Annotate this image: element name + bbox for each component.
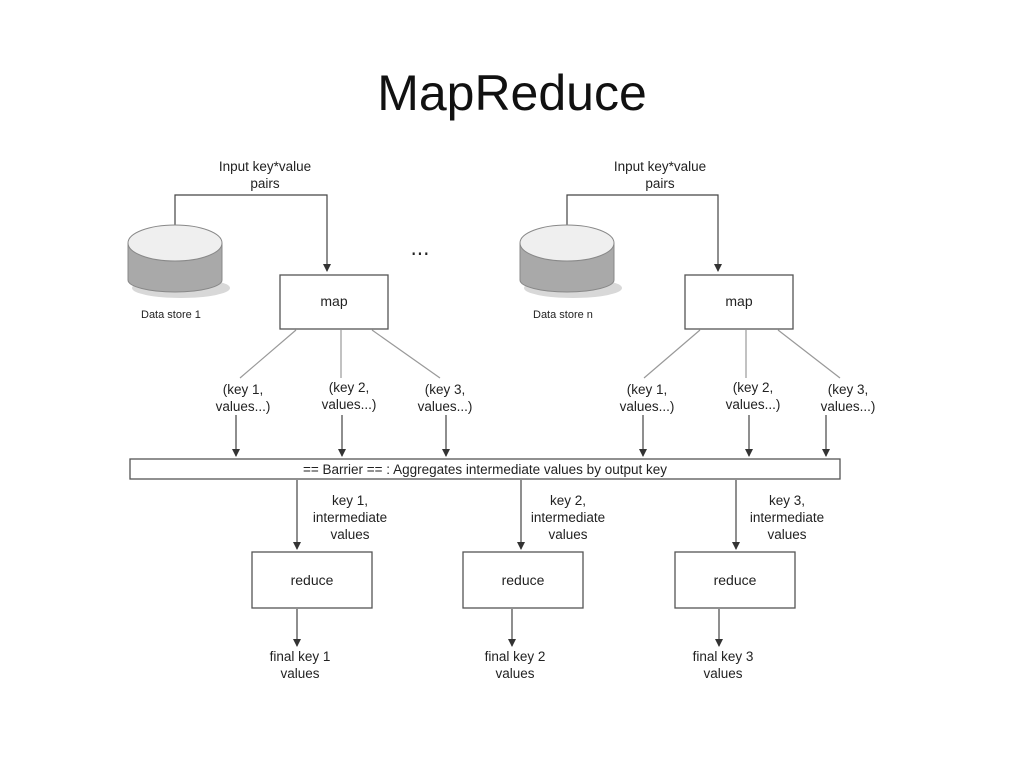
final-output-1-line2: values xyxy=(280,666,319,681)
input-arrow xyxy=(174,194,331,272)
reduce-box-label: reduce xyxy=(714,572,757,588)
pair-key1-line1: (key 1, xyxy=(627,382,668,397)
pair-key3-line2: values...) xyxy=(418,399,473,414)
map-section-left: Input key*value pairs Data store 1 map (… xyxy=(127,159,473,457)
pair-key2-line2: values...) xyxy=(726,397,781,412)
pair-key1-line1: (key 1, xyxy=(223,382,264,397)
input-pairs-label-line1: Input key*value xyxy=(219,159,311,174)
fanout-line xyxy=(371,329,441,379)
final-output-2-line2: values xyxy=(495,666,534,681)
page-title: MapReduce xyxy=(377,65,647,121)
final-output-2-line1: final key 2 xyxy=(485,649,546,664)
reduce-box xyxy=(251,551,373,609)
reducer-input-3-line3: values xyxy=(767,527,806,542)
data-store-label: Data store n xyxy=(533,309,593,321)
reducer-input-2-line1: key 2, xyxy=(550,493,586,508)
reduce-box xyxy=(674,551,796,609)
map-section-right: Input key*value pairs Data store n map (… xyxy=(519,159,876,457)
pair-key2-line1: (key 2, xyxy=(329,380,370,395)
reducer-input-2-line2: intermediate xyxy=(531,510,605,525)
pair-key2-line1: (key 2, xyxy=(733,380,774,395)
input-pairs-label-line1: Input key*value xyxy=(614,159,706,174)
final-output-1-line1: final key 1 xyxy=(270,649,331,664)
pair-key3-line1: (key 3, xyxy=(828,382,869,397)
map-box-label: map xyxy=(320,293,347,309)
reduce-section: key 1, intermediate values reduce final … xyxy=(251,480,824,681)
map-box xyxy=(684,274,794,330)
input-pairs-label-line2: pairs xyxy=(645,176,675,191)
ellipsis: ... xyxy=(410,236,429,260)
pair-key2-line2: values...) xyxy=(322,397,377,412)
data-store-label: Data store 1 xyxy=(141,309,201,321)
pair-key1-line2: values...) xyxy=(620,399,675,414)
final-output-3-line1: final key 3 xyxy=(693,649,754,664)
reduce-box xyxy=(462,551,584,609)
fanout-line xyxy=(239,329,297,379)
reducer-input-1-line1: key 1, xyxy=(332,493,368,508)
pair-key3-line1: (key 3, xyxy=(425,382,466,397)
fanout-line xyxy=(643,329,701,379)
reduce-box-label: reduce xyxy=(502,572,545,588)
map-box xyxy=(279,274,389,330)
reduce-box-label: reduce xyxy=(291,572,334,588)
reducer-input-3-line2: intermediate xyxy=(750,510,824,525)
fanout-line xyxy=(777,329,841,379)
reducer-input-1-line2: intermediate xyxy=(313,510,387,525)
barrier-label: == Barrier == : Aggregates intermediate … xyxy=(303,462,667,477)
input-pairs-label-line2: pairs xyxy=(250,176,280,191)
input-arrow xyxy=(566,194,722,272)
pair-key1-line2: values...) xyxy=(216,399,271,414)
data-store-cylinder-icon xyxy=(519,224,622,298)
pair-key3-line2: values...) xyxy=(821,399,876,414)
barrier-box xyxy=(129,458,841,480)
map-box-label: map xyxy=(725,293,752,309)
final-output-3-line2: values xyxy=(703,666,742,681)
reducer-input-1-line3: values xyxy=(330,527,369,542)
reducer-input-3-line1: key 3, xyxy=(769,493,805,508)
reducer-input-2-line3: values xyxy=(548,527,587,542)
data-store-cylinder-icon xyxy=(127,224,230,298)
